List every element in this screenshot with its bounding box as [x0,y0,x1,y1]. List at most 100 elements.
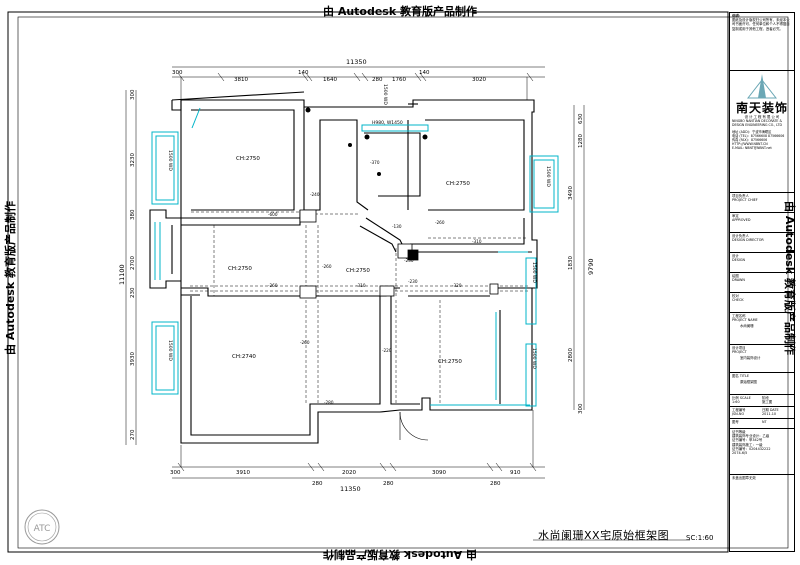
beam-label: -310 [472,239,482,244]
company-cell: 南天装饰 设 计 工 程 有 限 公 司 NINGBO NANTIAN DECO… [730,71,794,193]
scale-label: 比例 [732,396,739,400]
beam-label: -220 [382,348,392,353]
top-total-dim: 11350 [346,58,367,66]
vertical-dimension-labels: 11100 300 3230 380 2700 230 3930 270 630… [118,89,595,440]
beam-label: -320 [452,283,462,288]
bottom-total-dim: 11350 [340,485,361,493]
design-cell: 设计 DESIGN [730,253,794,273]
right-dim: 2800 [568,348,574,362]
left-dim: 2700 [130,256,136,270]
left-dim: 300 [130,89,136,100]
right-total-dim: 9790 [587,258,595,275]
brand-name: 南天装饰 [735,101,788,116]
bottom-dim: 910 [510,470,521,476]
top-dim: 280 [372,77,383,83]
notice-text: 图纸及设计版权归公司所有，未经本公司书面许可，任何单位和个人不得擅自复制或用于其… [732,18,790,31]
project-chief-en: PROJECT CHIEF [732,198,758,203]
top-dim: 140 [298,70,309,76]
beam-label: -230 [408,279,418,284]
right-dim: 1830 [568,256,574,270]
right-dim: 1280 [578,134,584,148]
drawing-title-value: 原始框架图 [740,380,757,385]
right-dim: 3490 [568,186,574,200]
bottom-dim: 300 [170,470,181,476]
beam-label: -600 [268,212,278,217]
drawing-title: 水尚阑珊XX宅原始框架图 [538,529,670,542]
project-name-label: 工程名称 [732,314,746,318]
walls [149,91,538,444]
bottom-dim: 2020 [342,470,356,476]
design-project-cell: 设计项目 PROJECT 室内装饰设计 [730,345,794,373]
notice-title: 说明： [732,14,743,18]
brand-sub: 设 计 工 程 有 限 公 司 [744,115,780,120]
window-label: 1500 WD [167,150,173,171]
cert-title: 证书等级 [732,430,746,434]
drawing-title-label: 图名 [732,374,739,378]
design-project-label: 设计项目 [732,346,746,350]
seal-logo: ATC [24,509,60,545]
stage-value: 施工图 [762,400,773,405]
room-height: CH:2750 [446,181,470,187]
beam-labels: -240 -600 -260 -370 -130 -260 -310 -230 … [268,160,482,405]
cert-line: 建筑装饰施工：一级 [732,442,763,447]
drawing-no-value: JSN-NO [732,412,745,417]
sheet-border [7,11,729,553]
drawing-label: 绘图 [732,274,739,278]
sheet-row: 图号 NT [730,419,794,429]
left-total-dim: 11100 [118,264,126,285]
cert-line: 证书编号：0204432222 [732,446,771,451]
left-dim: 3930 [130,352,136,366]
date-label: 日期 [762,408,769,412]
cert-cell: 证书等级 建筑装饰专业设计：乙级 证书编号：甲342号 建筑装饰施工：一级 证书… [730,429,794,475]
top-dim: 3810 [234,77,248,83]
http: HTTP://WWW.NBNT.CN [732,142,768,147]
window-label: 1500 WD [531,348,537,369]
room-height: CH:2740 [232,354,256,360]
title-block: 说明： 图纸及设计版权归公司所有，未经本公司书面许可，任何单位和个人不得擅自复制… [729,12,795,552]
beam-label: -310 [356,283,366,288]
address: 地址 (ADD)：宁波市海曙区 [732,130,772,135]
window-label: 1500 WD [382,84,388,105]
left-dim: 3230 [130,153,136,167]
top-dim: 300 [172,70,183,76]
date-en: DATE [769,408,779,412]
cert-line: 2074-6/5 [732,451,748,456]
design-chief-label: 设计负责人 [732,234,749,238]
notice-cell: 说明： 图纸及设计版权归公司所有，未经本公司书面许可，任何单位和个人不得擅自复制… [730,13,794,71]
project-chief-cell: 项目负责人 PROJECT CHIEF [730,193,794,213]
beam-label: -240 [310,192,320,197]
email: E-MAIL: NBNT@NBNT.net [732,146,772,151]
room-height: CH:2750 [228,266,252,272]
window-label: 1500 WD [545,166,551,187]
drawing-title-cell: 图名 TITLE 原始框架图 [730,373,794,395]
bottom-dim: 3910 [236,470,250,476]
drawing-en: DRAWN [732,278,745,283]
design-project-en: PROJECT [732,350,747,355]
brand-en: NINGBO NANTIAN DECORATE & DESIGN ENGINEE… [732,119,782,128]
beam-lines [190,211,530,404]
project-name-cell: 工程名称 PROJECT NAME 水尚阑珊 [730,313,794,345]
footer-cell: 未盖出图章无效 [730,475,794,481]
project-chief-label: 项目负责人 [732,194,749,198]
project-name-en: PROJECT NAME [732,318,758,323]
company-logo [746,74,778,99]
svg-text:ATC: ATC [34,524,51,534]
beam-label: -260 [300,340,310,345]
opening-label: H980, W1450 [372,120,403,126]
tel: 电话 (TEL)：87566608 87566606 [732,134,785,139]
design-en: DESIGN [732,258,746,263]
bottom-dim: 280 [312,481,323,487]
bottom-dim: 280 [490,481,501,487]
cert-line: 证书编号：甲342号 [732,438,763,443]
left-dim: 380 [130,209,136,220]
check-cell: 校对 CHECK [730,293,794,313]
bottom-dim: 280 [383,481,394,487]
room-heights: CH:2750 CH:2750 CH:2750 CH:2750 CH:2740 … [228,120,470,365]
beam-label: -130 [392,224,402,229]
cert-line: 建筑装饰专业设计：乙级 [732,434,770,439]
window-label: 1500 WD [531,262,537,283]
approved-cell: 审定 APPROVED [730,213,794,233]
check-label: 校对 [732,294,739,298]
check-en: CHECK [732,298,744,303]
